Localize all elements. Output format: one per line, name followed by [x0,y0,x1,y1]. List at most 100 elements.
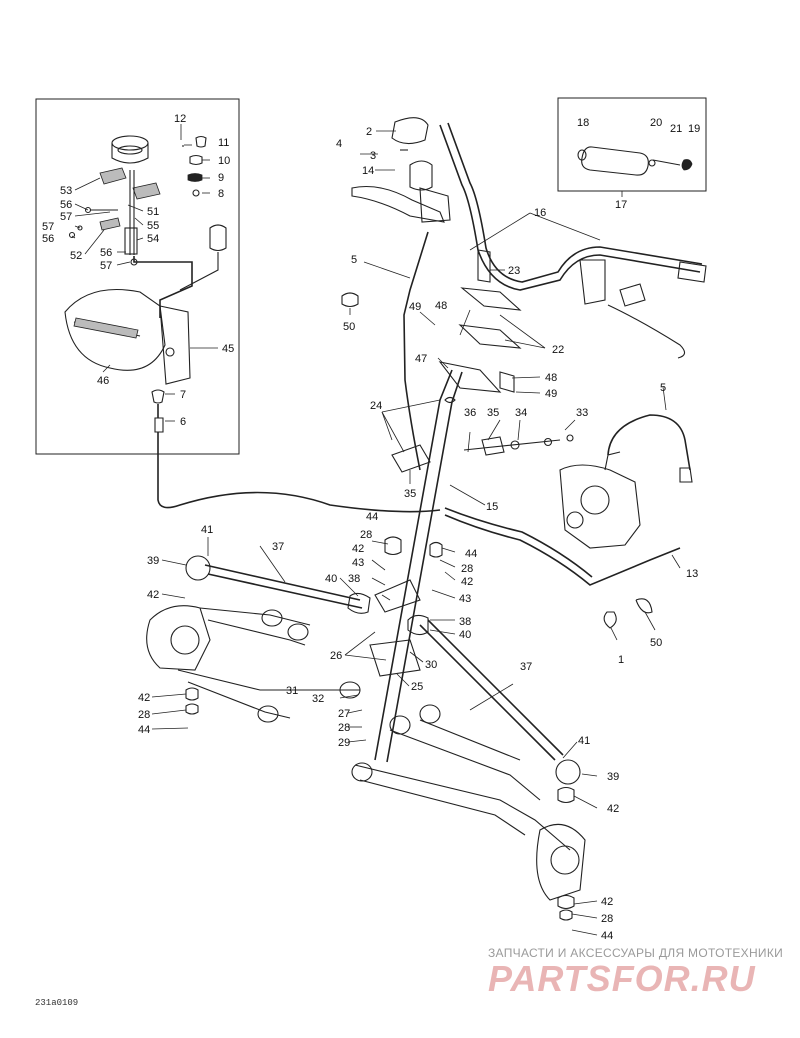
diagram-code: 231a0109 [35,998,79,1008]
callout-48-b: 48 [545,372,557,384]
column-support [391,396,574,473]
callout-32: 32 [312,693,324,705]
callout-14: 14 [362,165,374,177]
callout-27: 27 [338,708,350,720]
callout-42-c: 42 [461,576,473,588]
callout-44-a: 44 [366,511,378,523]
callout-44-d: 44 [601,930,613,942]
lower-cable-route [444,507,681,586]
callout-26: 26 [330,650,342,662]
callout-57-b: 57 [42,221,54,233]
callout-54: 54 [147,233,159,245]
callout-42-f: 42 [601,896,613,908]
callout-17: 17 [615,199,627,211]
callout-16: 16 [534,207,546,219]
brake-cable-right [607,414,693,483]
callout-56-a: 56 [60,199,72,211]
callout-36: 36 [464,407,476,419]
callout-10: 10 [218,155,230,167]
callout-1: 1 [618,654,624,666]
watermark-tagline: ЗАПЧАСТИ И АКСЕССУАРЫ ДЛЯ МОТОТЕХНИКИ [488,946,784,960]
callout-21: 21 [670,123,682,135]
callout-labels: 1 2 3 4 5 5 6 7 8 9 10 11 12 13 14 15 16… [42,113,700,942]
callout-42-b: 42 [352,543,364,555]
callout-28-c: 28 [138,709,150,721]
right-suspension [351,704,586,921]
callout-38-b: 38 [459,616,471,628]
left-suspension [146,605,361,723]
callout-39-a: 39 [147,555,159,567]
tie-rod-right [407,614,581,785]
cable-clips [341,292,653,629]
callout-12: 12 [174,113,186,125]
callout-52: 52 [70,250,82,262]
callout-49-b: 49 [545,388,557,400]
hand-guard [64,289,191,385]
callout-19: 19 [688,123,700,135]
callout-57-a: 57 [60,211,72,223]
callout-23: 23 [508,265,520,277]
callout-41-b: 41 [578,735,590,747]
callout-40-a: 40 [325,573,337,585]
callout-51: 51 [147,206,159,218]
throttle-housing [579,259,686,359]
callout-33: 33 [576,407,588,419]
callout-35-a: 35 [487,407,499,419]
watermark-logo: PARTSFOR.RU [488,958,756,999]
callout-46: 46 [97,375,109,387]
callout-37-a: 37 [272,541,284,553]
callout-43-a: 43 [352,557,364,569]
callout-38-a: 38 [348,573,360,585]
callout-45: 45 [222,343,234,355]
callout-20: 20 [650,117,662,129]
inset-grip-box [557,97,707,192]
callout-13: 13 [686,568,698,580]
callout-48-a: 48 [435,300,447,312]
callout-50-a: 50 [343,321,355,333]
leader-lines [71,124,681,936]
callout-30: 30 [425,659,437,671]
callout-28-b: 28 [461,563,473,575]
callout-56-b: 56 [42,233,54,245]
callout-15: 15 [486,501,498,513]
callout-22: 22 [552,344,564,356]
callout-5-right: 5 [660,382,666,394]
left-lever-assembly [351,117,451,223]
callout-28-d: 28 [338,722,350,734]
grip-drawing [577,146,693,176]
callout-8: 8 [218,188,224,200]
callout-47: 47 [415,353,427,365]
handlebar [439,122,707,291]
callout-44-c: 44 [138,724,150,736]
callout-37-b: 37 [520,661,532,673]
callout-49-a: 49 [409,301,421,313]
callout-41-a: 41 [201,524,213,536]
callout-28-e: 28 [601,913,613,925]
callout-25: 25 [411,681,423,693]
callout-42-d: 42 [138,692,150,704]
callout-39-b: 39 [607,771,619,783]
callout-44-b: 44 [465,548,477,560]
callout-42-a: 42 [147,589,159,601]
carburetor [559,451,641,549]
callout-18: 18 [577,117,589,129]
callout-3: 3 [370,150,376,162]
brake-line-inset [133,224,227,318]
callout-5-upper: 5 [351,254,357,266]
callout-53: 53 [60,185,72,197]
callout-57-c: 57 [100,260,112,272]
callout-11: 11 [218,137,229,149]
master-cylinder-drawing [68,135,207,266]
callout-2: 2 [366,126,372,138]
callout-24: 24 [370,400,382,412]
callout-34: 34 [515,407,527,419]
steering-lower-bracket [369,536,443,677]
callout-55: 55 [147,220,159,232]
tie-rod-left [185,555,371,614]
callout-6: 6 [180,416,186,428]
callout-4: 4 [336,138,342,150]
throttle-cable [403,231,429,471]
callout-9: 9 [218,172,224,184]
callout-7: 7 [180,389,186,401]
